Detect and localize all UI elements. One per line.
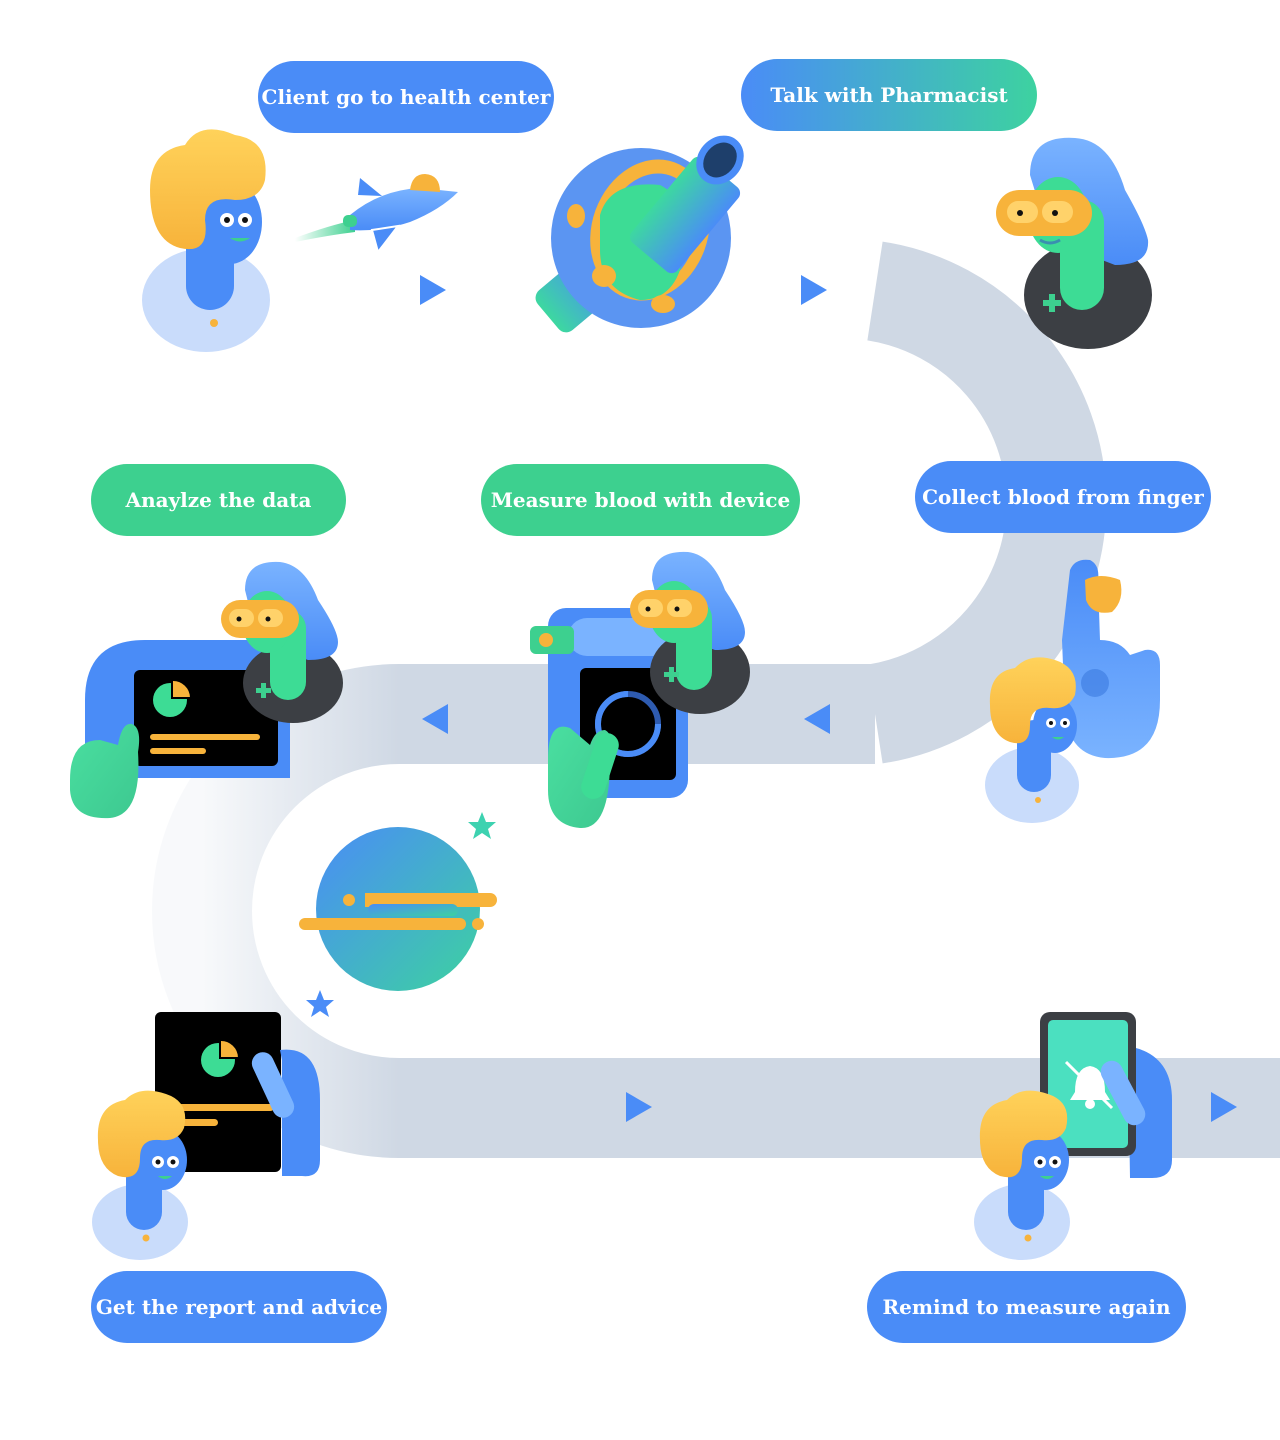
- pharmacist-icon: [996, 137, 1152, 349]
- arrow-icon: [420, 275, 446, 305]
- arrow-icon: [626, 1092, 652, 1122]
- step-label-remind: Remind to measure again: [867, 1271, 1186, 1343]
- rocket-icon: [295, 174, 458, 255]
- telescope-icon: [535, 135, 744, 333]
- pharmacist-icon: [630, 551, 750, 714]
- step-label-get-report: Get the report and advice: [91, 1271, 387, 1343]
- user-icon: [92, 1090, 188, 1260]
- star-icon: [306, 812, 496, 1017]
- step-label-client-go: Client go to health center: [258, 61, 554, 133]
- client-avatar-icon: [142, 129, 270, 352]
- step-label-talk-pharmacist: Talk with Pharmacist: [741, 59, 1037, 131]
- finger-icon: [1062, 559, 1160, 759]
- device-icon: [530, 608, 688, 829]
- pharmacist-icon: [221, 561, 343, 723]
- user-icon: [985, 657, 1079, 823]
- arrow-icon: [422, 704, 448, 734]
- arrow-icon: [1211, 1092, 1237, 1122]
- arrow-icon: [420, 275, 1237, 1122]
- step-label-measure-blood: Measure blood with device: [481, 464, 800, 536]
- arrow-icon: [801, 275, 827, 305]
- step-label-collect-blood: Collect blood from finger: [915, 461, 1211, 533]
- arrow-icon: [804, 704, 830, 734]
- step-label-analyze-data: Anaylze the data: [91, 464, 346, 536]
- report-icon: [155, 1012, 320, 1177]
- tablet-icon: [70, 640, 290, 819]
- planet-icon: [299, 827, 497, 991]
- user-icon: [974, 1090, 1070, 1260]
